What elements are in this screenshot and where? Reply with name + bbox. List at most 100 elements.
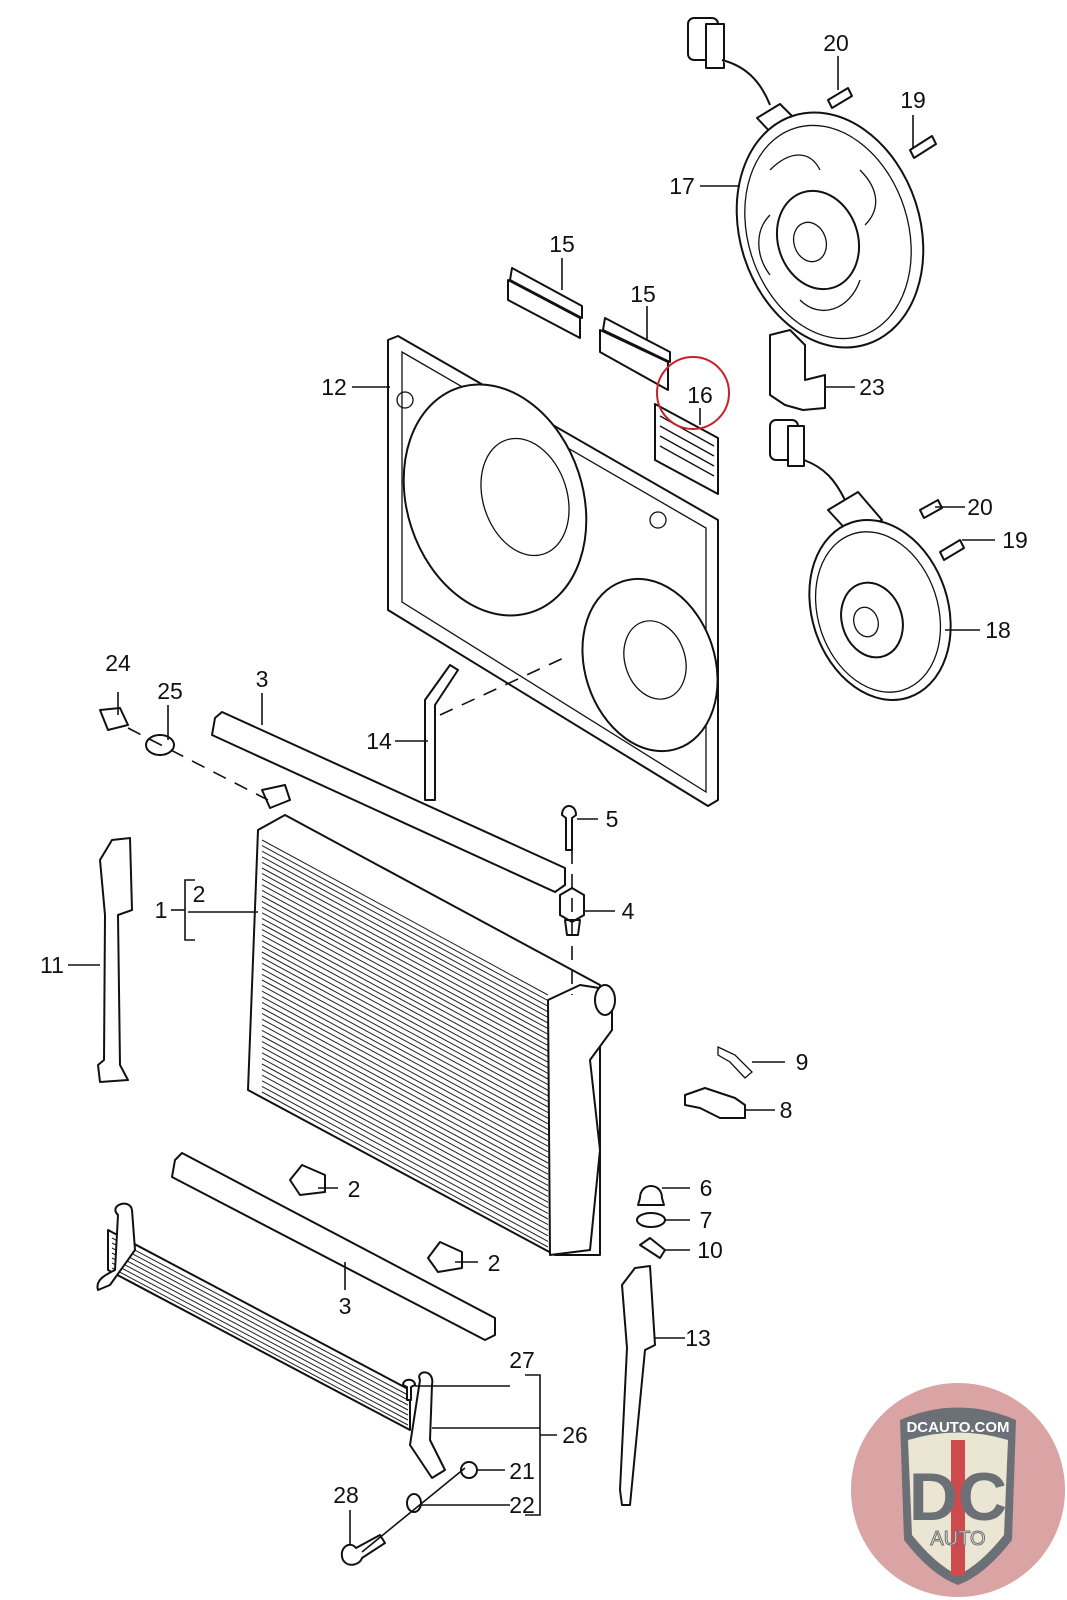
seal-14[interactable] xyxy=(424,664,459,801)
callout-5[interactable]: 5 xyxy=(606,806,619,832)
callout-6[interactable]: 6 xyxy=(700,1175,713,1201)
callout-2[interactable]: 2 xyxy=(488,1250,501,1276)
callout-2[interactable]: 2 xyxy=(348,1176,361,1202)
shroud-small-opening xyxy=(581,577,719,753)
radiator-fin xyxy=(261,923,549,1080)
oil-cooler-24[interactable] xyxy=(96,1202,446,1479)
radiator-fin xyxy=(261,884,549,1041)
callout-19[interactable]: 19 xyxy=(900,87,926,113)
air-guide-3-bottom[interactable] xyxy=(171,1152,496,1341)
callout-27[interactable]: 22 xyxy=(509,1492,535,1518)
shroud-mount-hole xyxy=(396,391,414,409)
fan-ring-inner xyxy=(814,531,942,693)
radiator-fin xyxy=(261,878,549,1035)
assembly-line xyxy=(361,1467,466,1553)
callout-15[interactable]: 15 xyxy=(549,231,575,257)
callout-7[interactable]: 7 xyxy=(700,1207,713,1233)
fan-18[interactable] xyxy=(769,419,973,719)
radiator-fin xyxy=(261,973,549,1130)
radiator-fin xyxy=(261,1018,549,1175)
callout-8[interactable]: 10 xyxy=(697,1237,723,1263)
callout-14[interactable]: 14 xyxy=(366,728,392,754)
callout-12[interactable]: 11 xyxy=(40,952,64,978)
callout-16[interactable]: 16 xyxy=(687,382,713,408)
callout-17[interactable]: 17 xyxy=(669,173,695,199)
callout-3[interactable]: 3 xyxy=(339,1293,352,1319)
screw-19-top[interactable] xyxy=(909,135,937,159)
callout-23[interactable]: 25 xyxy=(157,678,183,704)
screw-19-bottom[interactable] xyxy=(939,539,965,561)
radiator-fin xyxy=(261,850,549,1007)
fan-shroud-13[interactable] xyxy=(375,335,739,807)
air-guide-11[interactable] xyxy=(619,1265,656,1506)
callout-1[interactable]: 1 xyxy=(155,897,168,923)
screw-26[interactable] xyxy=(402,1378,416,1401)
callout-24[interactable]: 26 xyxy=(562,1422,588,1448)
fan-ring-inner xyxy=(744,124,912,340)
callout-11[interactable]: 13 xyxy=(685,1325,711,1351)
cap-22[interactable] xyxy=(99,707,129,731)
callout-15[interactable]: 15 xyxy=(630,281,656,307)
air-guide-3-top[interactable] xyxy=(211,711,566,893)
seal-ring-7[interactable] xyxy=(636,1212,666,1228)
radiator-fin xyxy=(261,839,549,996)
callout-4[interactable]: 4 xyxy=(622,898,635,924)
bolt-5[interactable] xyxy=(561,805,577,851)
callout-10[interactable]: 9 xyxy=(796,1049,809,1075)
callout-9[interactable]: 8 xyxy=(780,1097,793,1123)
clip-21[interactable] xyxy=(769,329,826,411)
radiator-fin xyxy=(261,985,549,1142)
radiator-fin xyxy=(261,1052,549,1209)
callout-25[interactable]: 21 xyxy=(509,1458,535,1484)
seal-strip-15a[interactable] xyxy=(507,267,583,339)
radiator-fin xyxy=(261,912,549,1069)
logo-stripe xyxy=(951,1440,965,1576)
callout-18[interactable]: 18 xyxy=(985,617,1011,643)
callout-26[interactable]: 27 xyxy=(509,1347,535,1373)
air-guide-12[interactable] xyxy=(97,837,133,1083)
bracket-2b[interactable] xyxy=(427,1241,463,1273)
radiator-1[interactable] xyxy=(247,784,616,1256)
callout-20[interactable]: 20 xyxy=(967,494,993,520)
radiator-fin xyxy=(261,906,549,1063)
radiator-top-bracket xyxy=(261,784,291,809)
callout-22[interactable]: 24 xyxy=(105,650,131,676)
fan-blades xyxy=(758,154,877,311)
clip-10[interactable] xyxy=(717,1045,753,1079)
callout-3[interactable]: 3 xyxy=(256,666,269,692)
screw-20-bottom[interactable] xyxy=(919,499,943,519)
fan-hub-center xyxy=(792,221,828,263)
logo-site: DCAUTO.COM xyxy=(906,1419,1009,1436)
callout-28[interactable]: 28 xyxy=(333,1482,359,1508)
rubber-mount-6[interactable] xyxy=(637,1185,665,1206)
radiator-fin xyxy=(261,951,549,1108)
screw-20-top[interactable] xyxy=(827,87,853,109)
callout-19[interactable]: 19 xyxy=(1002,527,1028,553)
screws xyxy=(827,87,965,561)
seal-strip-15b[interactable] xyxy=(599,317,671,391)
radiator-fin xyxy=(261,968,549,1125)
flap-16[interactable] xyxy=(654,403,719,495)
oil-cooler-fin xyxy=(111,1242,409,1401)
radiator-fin xyxy=(261,957,549,1114)
clip-8[interactable] xyxy=(639,1237,666,1259)
shroud-small-hub xyxy=(623,620,687,700)
fan-hub xyxy=(775,189,861,291)
oil-cooler-fin xyxy=(111,1247,409,1406)
oil-cooler-fin xyxy=(111,1267,409,1426)
radiator-fin xyxy=(261,945,549,1102)
highlight-circle-16 xyxy=(656,356,730,430)
radiator-fin xyxy=(261,1041,549,1198)
bracket-2a[interactable] xyxy=(289,1164,326,1196)
fan-17[interactable] xyxy=(687,17,953,372)
bracket-9[interactable] xyxy=(684,1087,746,1119)
radiator-fin xyxy=(261,1007,549,1164)
callout-20[interactable]: 20 xyxy=(823,30,849,56)
callout-2[interactable]: 2 xyxy=(193,881,206,907)
callout-21[interactable]: 23 xyxy=(859,374,885,400)
radiator-fin xyxy=(261,929,549,1086)
shroud-mount-hole xyxy=(649,511,667,529)
oil-cooler-core xyxy=(107,1229,411,1431)
radiator-fin xyxy=(261,996,549,1153)
callout-13[interactable]: 12 xyxy=(321,374,347,400)
